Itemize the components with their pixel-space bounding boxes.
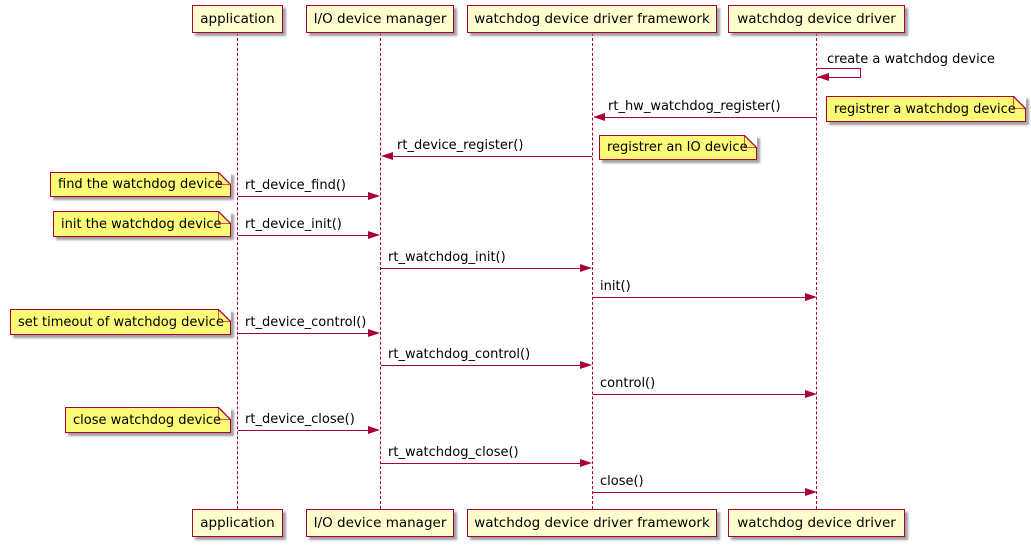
arrowhead-right-icon (580, 459, 592, 467)
message-line (605, 117, 817, 118)
note-text: set timeout of watchdog device (18, 314, 224, 330)
note-fold-icon (218, 308, 232, 322)
arrowhead-right-icon (368, 329, 380, 337)
message-label: rt_device_init() (245, 217, 342, 232)
note-text: registrer an IO device (607, 140, 748, 155)
message-line (238, 333, 368, 334)
arrowhead-right-icon (580, 361, 592, 369)
participant-label: I/O device manager (313, 11, 447, 27)
participant-label: watchdog device driver (737, 11, 896, 27)
note-fold-icon (218, 171, 232, 185)
message-line (593, 297, 805, 298)
message-label: rt_device_close() (245, 412, 355, 427)
note-text: find the watchdog device (58, 177, 223, 192)
participant-bottom-watchdog-framework: watchdog device driver framework (467, 509, 717, 537)
lifeline-io-device-manager (380, 33, 381, 509)
arrowhead-left-icon (593, 113, 605, 121)
arrowhead-right-icon (580, 264, 592, 272)
message-line (593, 394, 805, 395)
note-init-the-watchdog-device: init the watchdog device (53, 210, 232, 237)
participant-label: watchdog device driver framework (474, 11, 710, 27)
message-line (593, 492, 805, 493)
message-label: init() (600, 279, 631, 294)
note-fold-icon (1013, 95, 1027, 109)
participant-top-watchdog-framework: watchdog device driver framework (467, 5, 717, 33)
message-label: create a watchdog device (827, 52, 995, 67)
message-label: rt_device_find() (245, 178, 346, 193)
arrowhead-right-icon (368, 426, 380, 434)
note-text: close watchdog device (73, 412, 221, 428)
message-line (381, 365, 580, 366)
participant-bottom-io-device-manager: I/O device manager (306, 509, 454, 537)
note-fold-icon (218, 210, 232, 224)
note-registrer-an-io-device: registrer an IO device (599, 134, 758, 160)
self-message-arrow (817, 68, 861, 78)
arrowhead-right-icon (368, 192, 380, 200)
arrowhead-right-icon (805, 293, 817, 301)
participant-label: watchdog device driver (737, 515, 896, 531)
participant-top-application: application (192, 5, 283, 33)
message-label: rt_watchdog_init() (388, 250, 506, 265)
arrowhead-left-icon (381, 152, 393, 160)
note-text: init the watchdog device (61, 216, 222, 232)
arrowhead-right-icon (805, 488, 817, 496)
message-label: close() (600, 474, 644, 489)
message-label: rt_hw_watchdog_register() (608, 99, 781, 114)
participant-label: I/O device manager (313, 515, 447, 531)
message-label: rt_watchdog_control() (388, 347, 531, 362)
message-line (238, 430, 368, 431)
lifeline-application (237, 33, 238, 509)
message-line (238, 235, 368, 236)
note-fold-icon (218, 406, 232, 420)
arrowhead-right-icon (805, 390, 817, 398)
note-registrer-a-watchdog-device: registrer a watchdog device (826, 95, 1027, 122)
note-text: registrer a watchdog device (834, 101, 1016, 117)
message-label: control() (600, 376, 656, 391)
lifeline-watchdog-framework (592, 33, 593, 509)
participant-label: watchdog device driver framework (474, 515, 710, 531)
participant-top-io-device-manager: I/O device manager (306, 5, 454, 33)
message-line (238, 196, 368, 197)
participant-label: application (200, 515, 275, 531)
note-set-timeout-of-watchdog-device: set timeout of watchdog device (10, 308, 232, 335)
lifeline-watchdog-driver (816, 33, 817, 509)
participant-top-watchdog-driver: watchdog device driver (728, 5, 905, 33)
note-find-the-watchdog-device: find the watchdog device (50, 171, 232, 197)
participant-label: application (200, 11, 275, 27)
message-line (381, 268, 580, 269)
arrowhead-left-icon (817, 73, 829, 81)
participant-bottom-application: application (192, 509, 283, 537)
arrowhead-right-icon (368, 231, 380, 239)
message-label: rt_watchdog_close() (388, 445, 519, 460)
message-line (381, 463, 580, 464)
note-close-watchdog-device: close watchdog device (65, 406, 232, 433)
message-label: rt_device_register() (397, 138, 524, 153)
note-fold-icon (744, 134, 758, 148)
participant-bottom-watchdog-driver: watchdog device driver (728, 509, 905, 537)
message-line (393, 156, 592, 157)
message-label: rt_device_control() (245, 315, 367, 330)
